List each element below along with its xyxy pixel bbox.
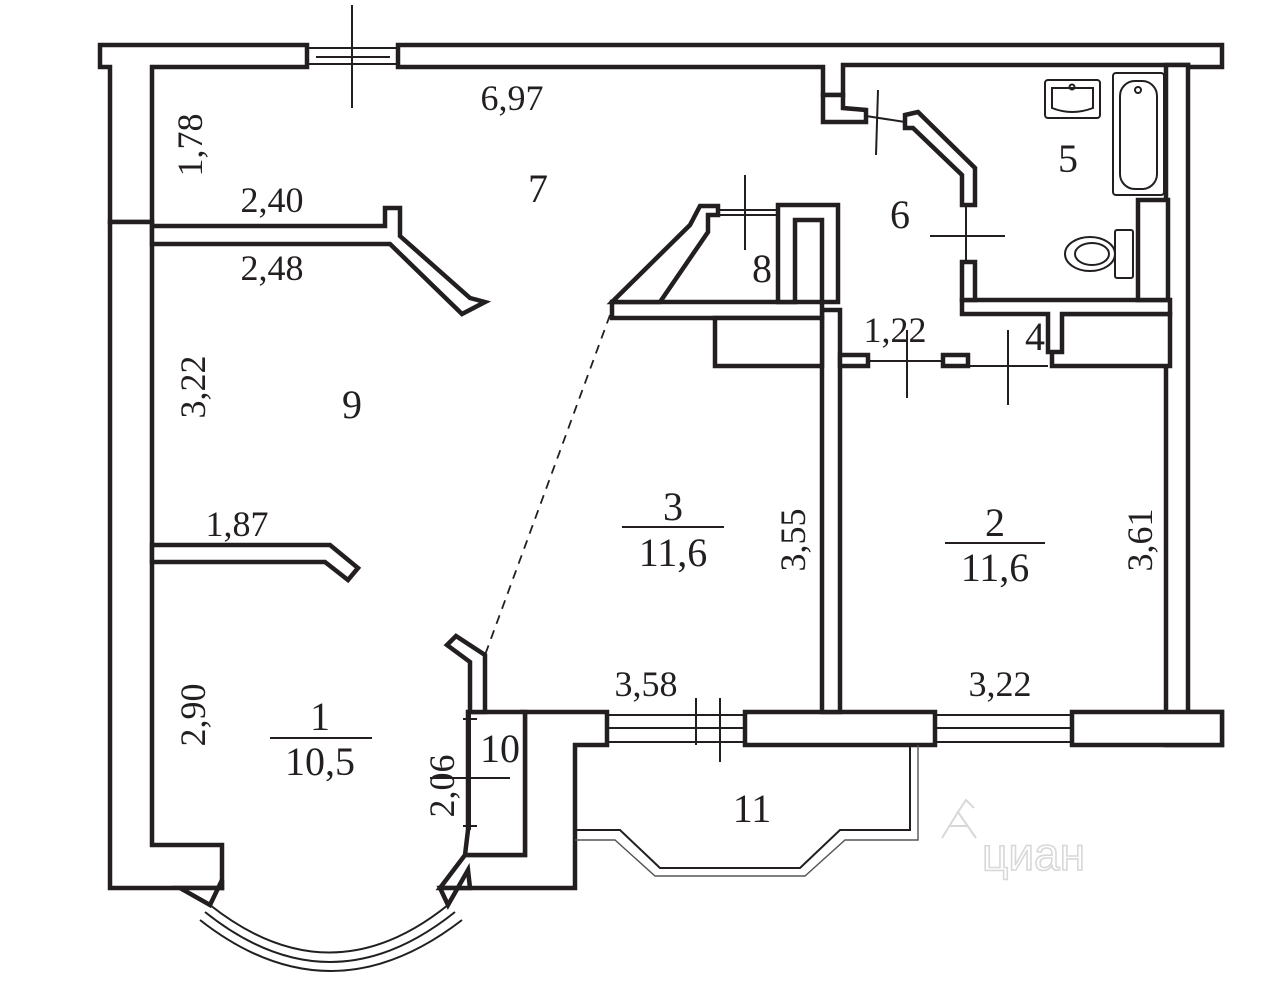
room-labels: 1 10,5 2 11,6 3 11,6 4 5 6 7 8 9 10 11 <box>270 136 1078 831</box>
room-3-area: 11,6 <box>639 530 708 575</box>
room-2-number: 2 <box>985 500 1005 545</box>
dim-2-48: 2,48 <box>241 248 304 288</box>
dim-1-87: 1,87 <box>206 504 269 544</box>
dim-6-97: 6,97 <box>481 78 544 118</box>
room-3-number: 3 <box>663 484 683 529</box>
dim-2-06: 2,06 <box>422 755 462 818</box>
dim-3-22-left: 3,22 <box>173 356 213 419</box>
room-1-area: 10,5 <box>285 739 355 784</box>
room-11-number: 11 <box>733 786 772 831</box>
outer-walls <box>97 42 1225 891</box>
cian-logo-icon <box>941 798 977 839</box>
dim-3-61: 3,61 <box>1120 509 1160 572</box>
bathroom-fixtures <box>1044 72 1165 279</box>
room-4-number: 4 <box>1025 314 1045 359</box>
interior-walls <box>149 92 1173 715</box>
dim-3-22-bottom: 3,22 <box>969 664 1032 704</box>
room-1-number: 1 <box>310 694 330 739</box>
dimension-labels: 6,97 1,78 2,40 2,48 3,22 1,87 2,90 2,06 … <box>170 78 1160 818</box>
room-6-number: 6 <box>890 192 910 237</box>
dim-3-55: 3,55 <box>773 509 813 572</box>
room-2-area: 11,6 <box>961 545 1030 590</box>
room-7-number: 7 <box>528 166 548 211</box>
dim-3-58: 3,58 <box>615 664 678 704</box>
bathtub-icon <box>1112 72 1165 196</box>
dim-2-40: 2,40 <box>241 180 304 220</box>
room-5-number: 5 <box>1058 136 1078 181</box>
room-8-number: 8 <box>752 246 772 291</box>
dim-1-22: 1,22 <box>864 310 927 350</box>
room-9-number: 9 <box>342 382 362 427</box>
dim-1-78: 1,78 <box>170 114 210 177</box>
room-10-number: 10 <box>480 726 520 771</box>
windows <box>171 5 1072 972</box>
toilet-icon <box>1064 229 1134 279</box>
watermark: циан <box>941 798 1086 881</box>
watermark-text: циан <box>982 828 1085 880</box>
dim-2-90: 2,90 <box>173 684 213 747</box>
sink-icon <box>1044 79 1101 119</box>
